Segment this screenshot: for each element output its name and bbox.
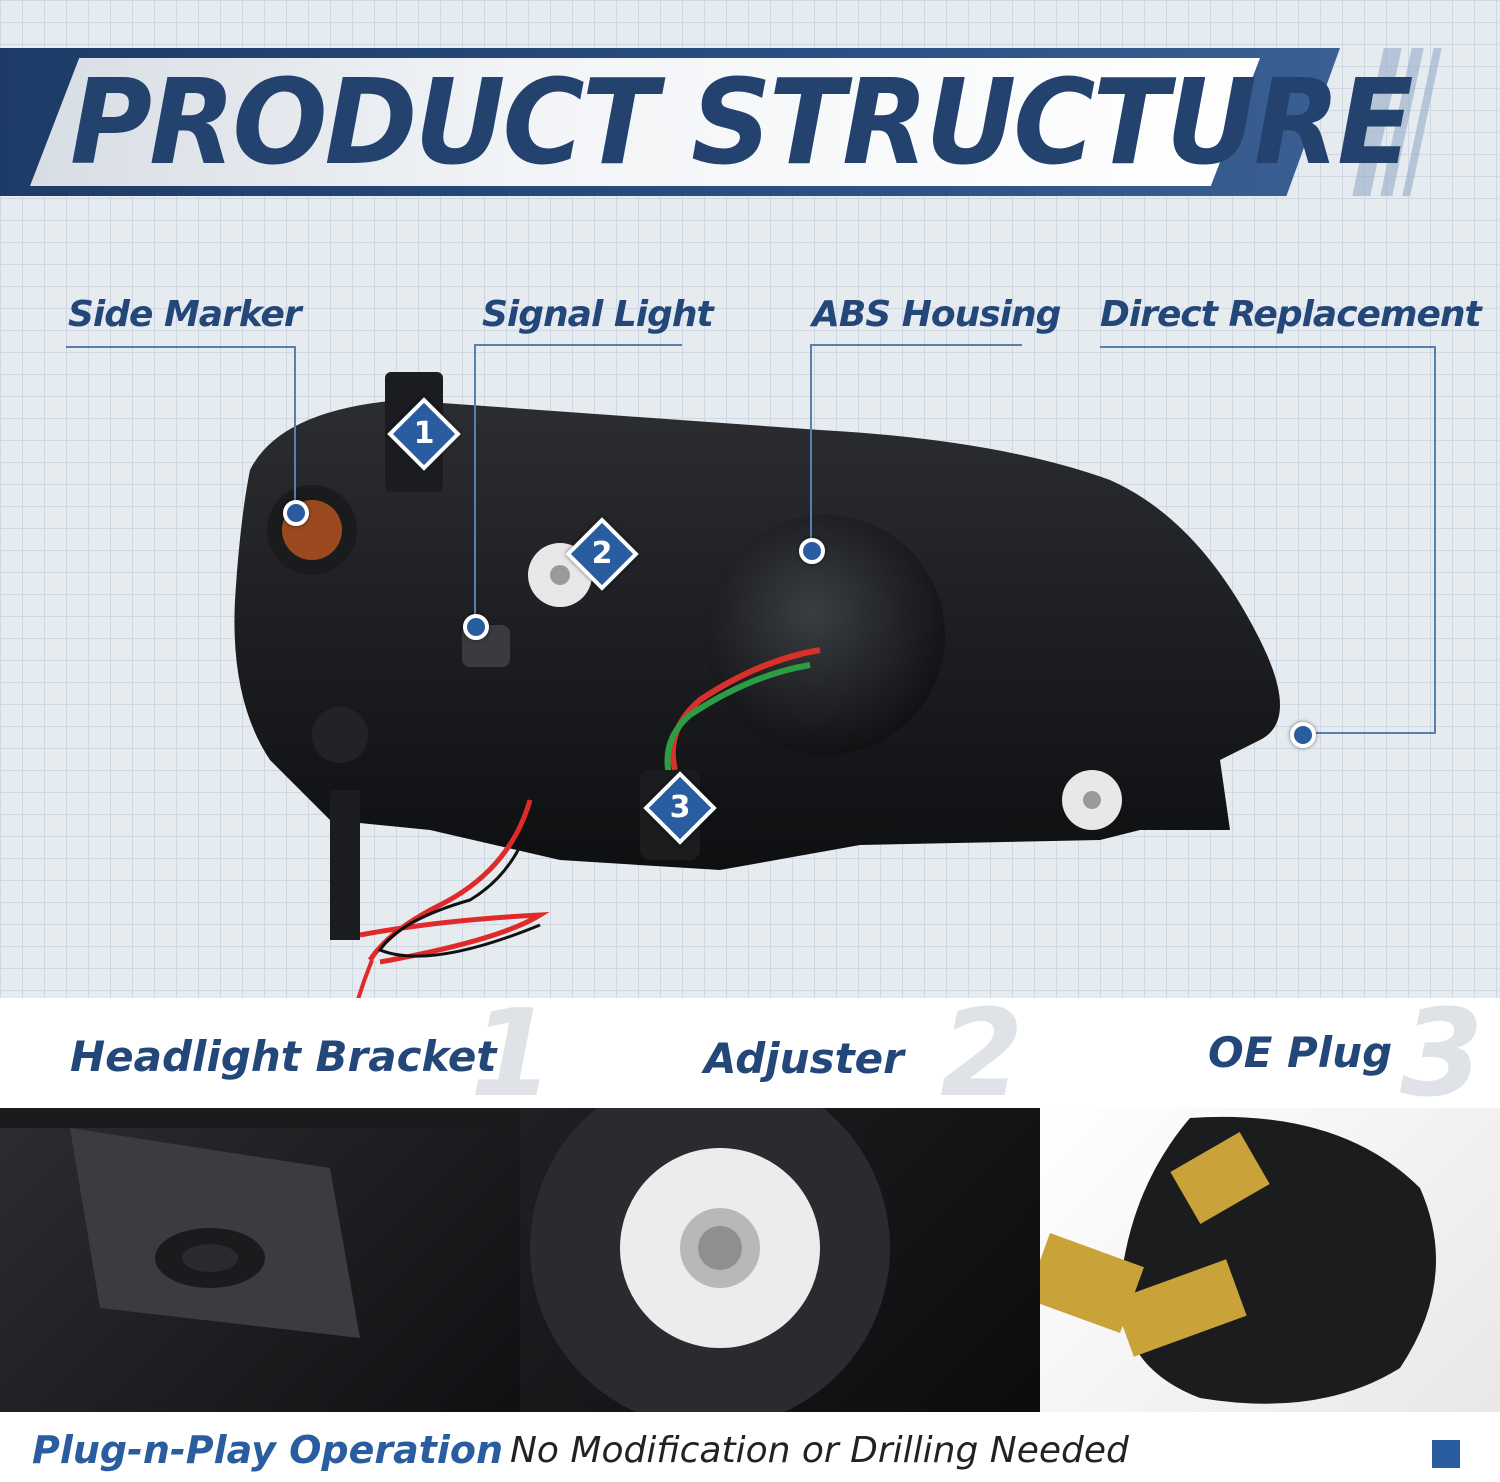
- abs-wire-red: [669, 647, 821, 771]
- headlight-illustration: [234, 372, 1280, 1000]
- title-banner-inner: [30, 58, 1260, 186]
- leader-line: [474, 344, 682, 346]
- leader-line: [1100, 346, 1436, 348]
- feature-label-band: [0, 998, 1500, 1108]
- oe-plug-closeup: [1040, 1116, 1436, 1404]
- feature-number-2: 2: [940, 985, 1024, 1124]
- photo-adjuster: [520, 1108, 1040, 1412]
- feature-number-3: 3: [1400, 985, 1484, 1124]
- grommet: [312, 707, 368, 763]
- feature-label-adjuster: Adjuster: [704, 1034, 904, 1083]
- callout-direct-replacement: Direct Replacement: [1100, 294, 1482, 335]
- bracket-closeup: [0, 1108, 520, 1338]
- leader-line: [66, 346, 294, 348]
- footer-headline: Plug-n-Play Operation: [32, 1428, 504, 1472]
- photo-oe-plug: [1040, 1108, 1500, 1412]
- feature-label-oe-plug: OE Plug: [1208, 1028, 1393, 1077]
- footer-subtext: No Modification or Drilling Needed: [510, 1430, 1129, 1471]
- badge-1-number: 1: [413, 416, 435, 451]
- leader-line: [810, 344, 812, 544]
- harness-lead: [355, 959, 374, 1000]
- callout-dot: [283, 500, 309, 526]
- abs-dome: [705, 515, 945, 755]
- footer-square-icon: [1432, 1440, 1460, 1468]
- feature-number-1: 1: [470, 985, 554, 1124]
- callout-abs-housing: ABS Housing: [812, 294, 1061, 335]
- badge-3-number: 3: [669, 790, 691, 825]
- leader-line: [1434, 346, 1436, 734]
- callout-dot: [1290, 722, 1316, 748]
- mount-post: [330, 790, 360, 940]
- footer-bar: [0, 1412, 1500, 1482]
- leader-line: [810, 344, 1022, 346]
- photo-headlight-bracket: [0, 1108, 520, 1412]
- adjuster-bolt-lower: [1083, 791, 1101, 809]
- callout-dot: [799, 538, 825, 564]
- callout-side-marker: Side Marker: [68, 294, 302, 335]
- leader-line: [1302, 732, 1436, 734]
- adjuster-closeup: [530, 1108, 890, 1412]
- adjuster-bolt: [550, 565, 570, 585]
- badge-2-number: 2: [591, 536, 613, 571]
- callout-signal-light: Signal Light: [482, 294, 714, 335]
- bracket-wire-black: [377, 804, 541, 958]
- page-title: PRODUCT STRUCTURE: [70, 54, 1414, 192]
- title-banner: [0, 48, 1340, 196]
- callout-dot: [463, 614, 489, 640]
- abs-wire-green: [664, 662, 811, 781]
- feature-label-headlight-bracket: Headlight Bracket: [70, 1032, 497, 1081]
- leader-line: [294, 346, 296, 510]
- leader-line: [474, 344, 476, 624]
